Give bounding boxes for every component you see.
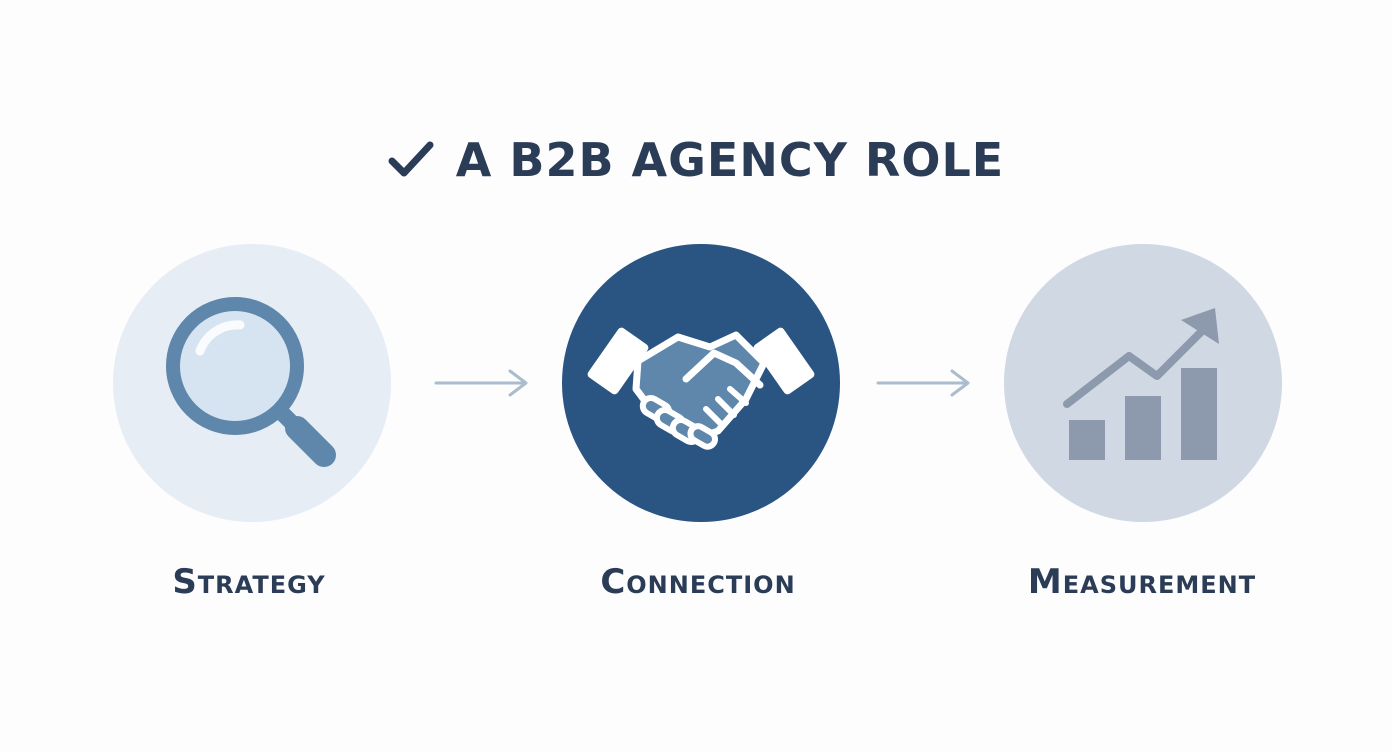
step-label-connection: Connection bbox=[600, 562, 796, 602]
title-text: A B2B AGENCY ROLE bbox=[455, 133, 1005, 187]
handshake-icon bbox=[586, 303, 816, 463]
strategy-circle bbox=[113, 244, 391, 522]
growth-bar-chart-icon bbox=[1053, 298, 1233, 468]
connection-circle bbox=[562, 244, 840, 522]
step-label-measurement: Measurement bbox=[1027, 562, 1257, 602]
diagram-title: A B2B AGENCY ROLE bbox=[0, 128, 1392, 192]
magnifying-glass-icon bbox=[152, 283, 352, 483]
measurement-circle bbox=[1004, 244, 1282, 522]
step-label-strategy: Strategy bbox=[172, 562, 326, 602]
check-icon bbox=[388, 141, 434, 177]
arrow-right-icon bbox=[434, 369, 528, 397]
arrow-right-icon bbox=[876, 369, 970, 397]
